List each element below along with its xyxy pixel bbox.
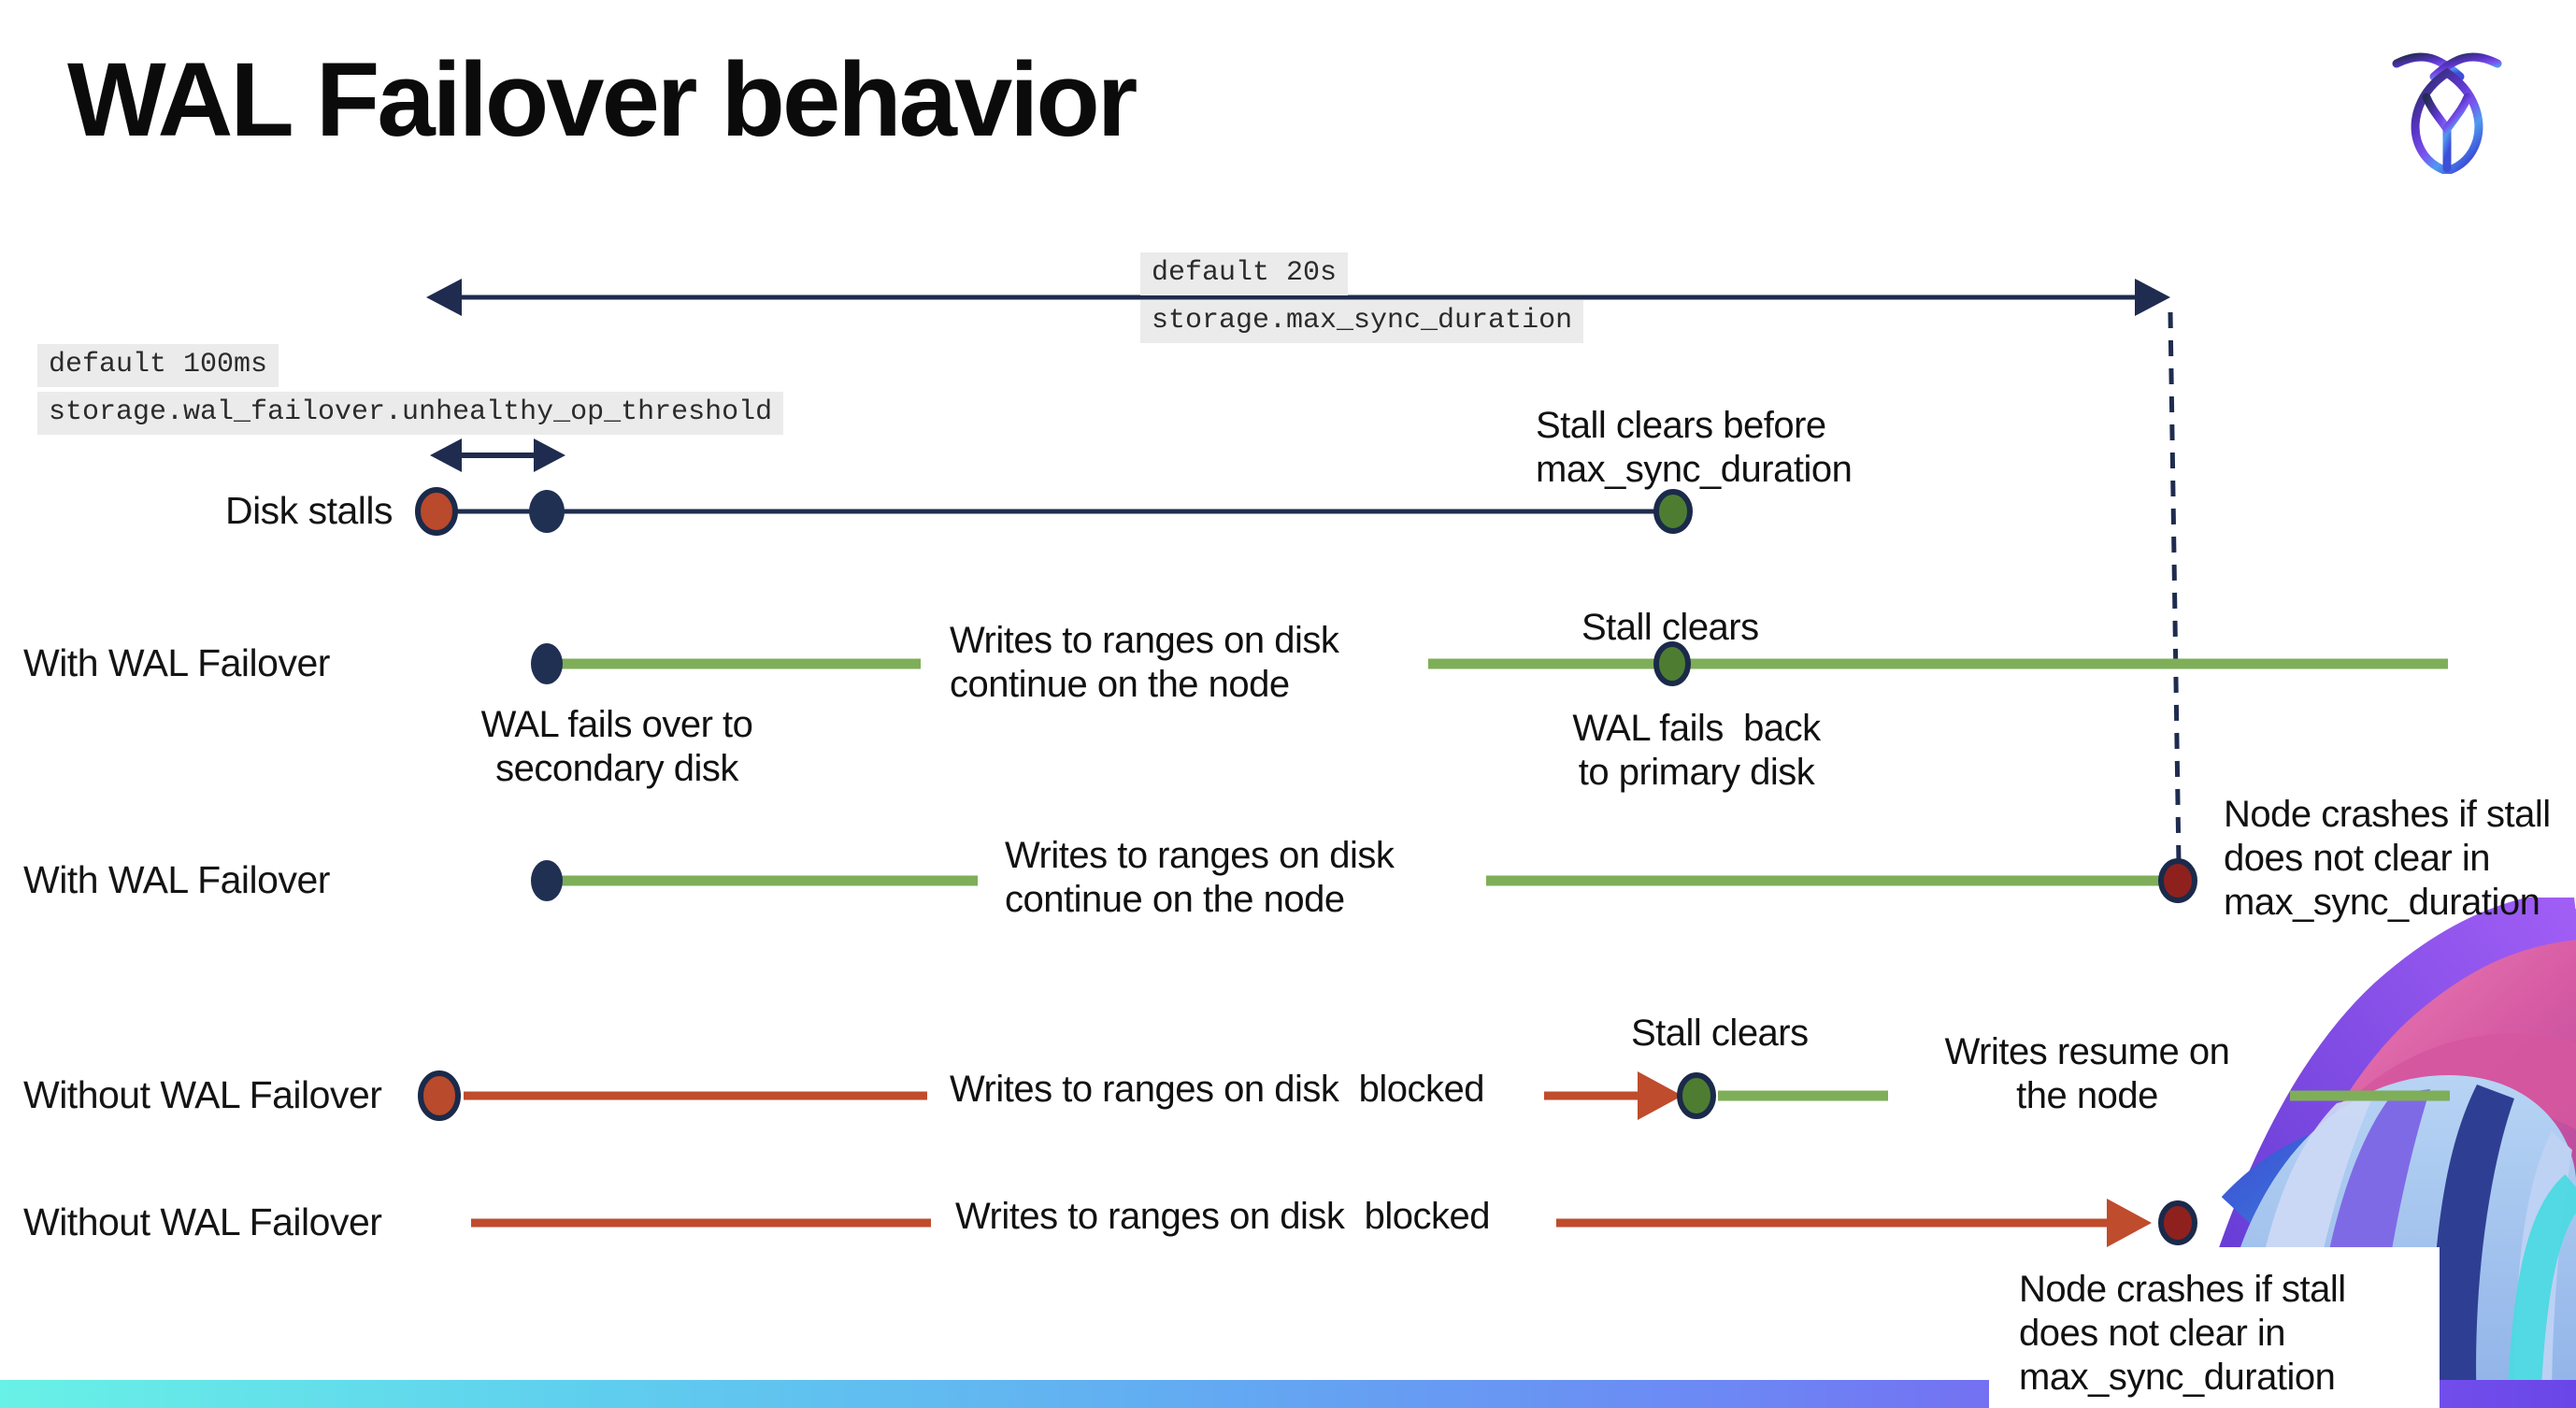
max-sync-deadline-dashed-line — [2168, 311, 2182, 865]
timeline-disk-stalls — [415, 487, 1693, 536]
cockroachdb-logo-icon — [2392, 52, 2502, 174]
node-crash-label: Node crashes if stall does not clear in … — [2224, 794, 2551, 923]
max-sync-duration-setting-label: default 20s storage.max_sync_duration — [1140, 252, 1584, 348]
failover-dot — [531, 643, 563, 684]
row-label-without-wal-failover-2: Without WAL Failover — [23, 1200, 382, 1243]
stall-clear-dot — [1653, 641, 1691, 686]
unhealthy-op-threshold-setting-label: default 100ms storage.wal_failover.unhea… — [37, 344, 784, 439]
writes-blocked-label: Writes to ranges on disk blocked — [955, 1196, 1490, 1237]
stall-clears-label: Stall clears — [1581, 607, 1759, 648]
timeline-with-wal-failover-2 — [531, 858, 2197, 903]
setting-name: storage.wal_failover.unhealthy_op_thresh… — [37, 392, 784, 435]
writes-continue-label: Writes to ranges on disk continue on the… — [1005, 835, 1395, 920]
writes-resume-label: Writes resume on the node — [1944, 1031, 2230, 1116]
max-sync-duration-arrow — [426, 279, 2170, 316]
wal-fails-over-label: WAL fails over to secondary disk — [480, 704, 753, 789]
stall-clears-before-label: Stall clears before max_sync_duration — [1536, 405, 1853, 490]
timeline-without-wal-failover-2 — [471, 1199, 2197, 1247]
stall-clear-dot — [1653, 489, 1693, 534]
node-crash-callout-box: Node crashes if stall does not clear in … — [1989, 1247, 2440, 1408]
setting-default-value: default 20s — [1140, 252, 1349, 295]
row-label-disk-stalls: Disk stalls — [224, 489, 394, 532]
setting-name: storage.max_sync_duration — [1140, 300, 1584, 343]
unhealthy-op-threshold-arrow — [430, 438, 565, 472]
node-crash-dot — [2158, 858, 2197, 903]
setting-default-value: default 100ms — [37, 344, 279, 387]
row-label-with-wal-failover-1: With WAL Failover — [23, 641, 330, 684]
writes-blocked-label: Writes to ranges on disk blocked — [950, 1069, 1484, 1110]
timeline-without-wal-failover-1 — [418, 1070, 2450, 1121]
wal-fails-back-label: WAL fails back to primary disk — [1572, 708, 1821, 793]
writes-continue-label: Writes to ranges on disk continue on the… — [950, 620, 1339, 705]
row-label-with-wal-failover-2: With WAL Failover — [23, 858, 330, 901]
stall-start-dot — [415, 487, 458, 536]
stall-start-dot — [418, 1070, 461, 1121]
timeline-with-wal-failover-1 — [531, 641, 2448, 686]
node-crash-dot — [2158, 1200, 2197, 1245]
node-crash-label: Node crashes if stall does not clear in … — [2019, 1269, 2346, 1398]
failover-dot — [531, 860, 563, 901]
stall-clear-dot — [1677, 1072, 1716, 1119]
failover-threshold-dot — [529, 490, 565, 533]
stall-clears-label: Stall clears — [1631, 1013, 1809, 1054]
page-title: WAL Failover behavior — [67, 41, 1138, 158]
row-label-without-wal-failover-1: Without WAL Failover — [23, 1073, 382, 1116]
